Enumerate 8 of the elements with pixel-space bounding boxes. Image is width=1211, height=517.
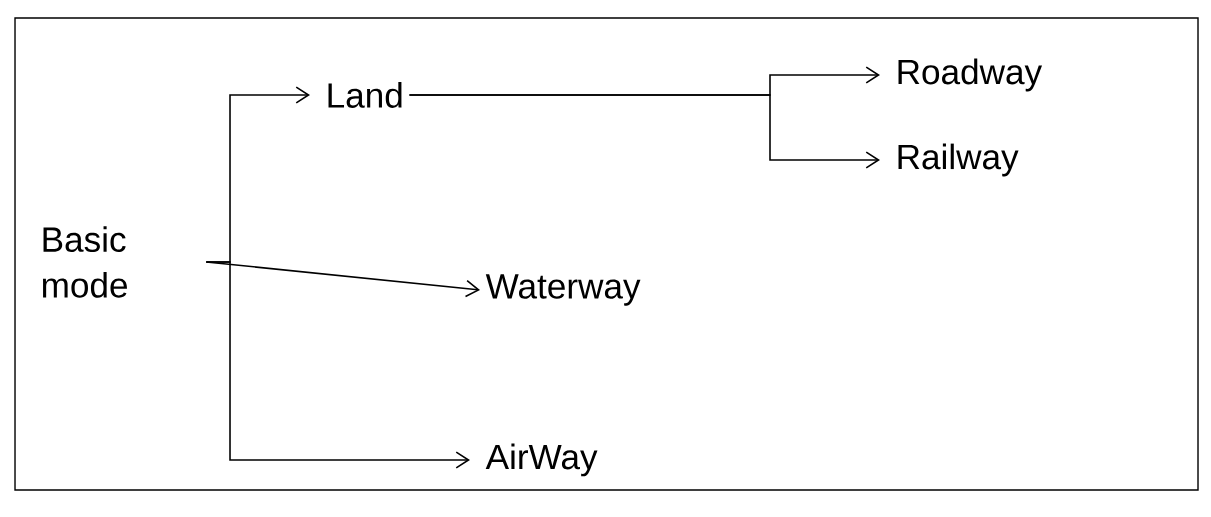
- text-label: Land: [328, 82, 402, 108]
- text-label: Roadway: [898, 58, 1043, 92]
- arrow: [205, 261, 470, 469]
- text-label: AirWay: [485, 443, 598, 477]
- text-label: Waterway: [485, 274, 641, 306]
- text-label: Railway: [898, 143, 1019, 177]
- arrow: [408, 94, 880, 169]
- text-label: Basic mode: [43, 226, 127, 298]
